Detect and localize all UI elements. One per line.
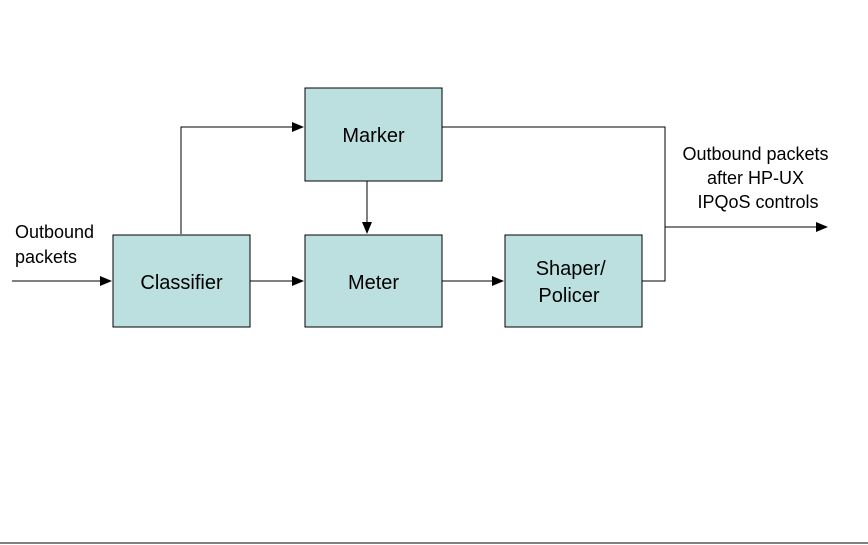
node-shaper-label-line-1: Shaper/ — [536, 258, 606, 280]
node-classifier-label: Classifier — [140, 272, 223, 294]
input-label: Outbound packets — [15, 222, 99, 267]
node-meter-label: Meter — [348, 272, 399, 294]
arrowhead-classifier-marker — [292, 122, 304, 132]
edges — [0, 122, 868, 544]
output-label-line-1: Outbound packets — [682, 144, 828, 164]
node-shaper: Shaper/ Policer — [504, 234, 643, 328]
node-classifier: Classifier — [112, 234, 251, 328]
node-shaper-label: Shaper/ Policer — [536, 258, 612, 307]
node-shaper-label-line-2: Policer — [538, 285, 599, 307]
edge-shaper-to-output — [642, 227, 666, 282]
arrowhead-meter-shaper — [492, 276, 504, 286]
output-label: Outbound packets after HP-UX IPQoS contr… — [682, 144, 833, 212]
output-label-line-2: after HP-UX — [707, 168, 804, 188]
arrowhead-output — [816, 222, 828, 232]
arrowhead-marker-meter — [362, 222, 372, 234]
node-marker: Marker — [304, 87, 443, 182]
node-meter: Meter — [304, 234, 443, 328]
input-label-line-1: Outbound — [15, 222, 94, 242]
input-label-line-2: packets — [15, 247, 77, 267]
arrowhead-input-classifier — [100, 276, 112, 286]
output-label-line-3: IPQoS controls — [697, 192, 818, 212]
edge-marker-to-output — [442, 126, 666, 227]
arrowhead-classifier-meter — [292, 276, 304, 286]
node-marker-label: Marker — [342, 125, 405, 147]
edge-classifier-to-marker — [180, 126, 294, 234]
